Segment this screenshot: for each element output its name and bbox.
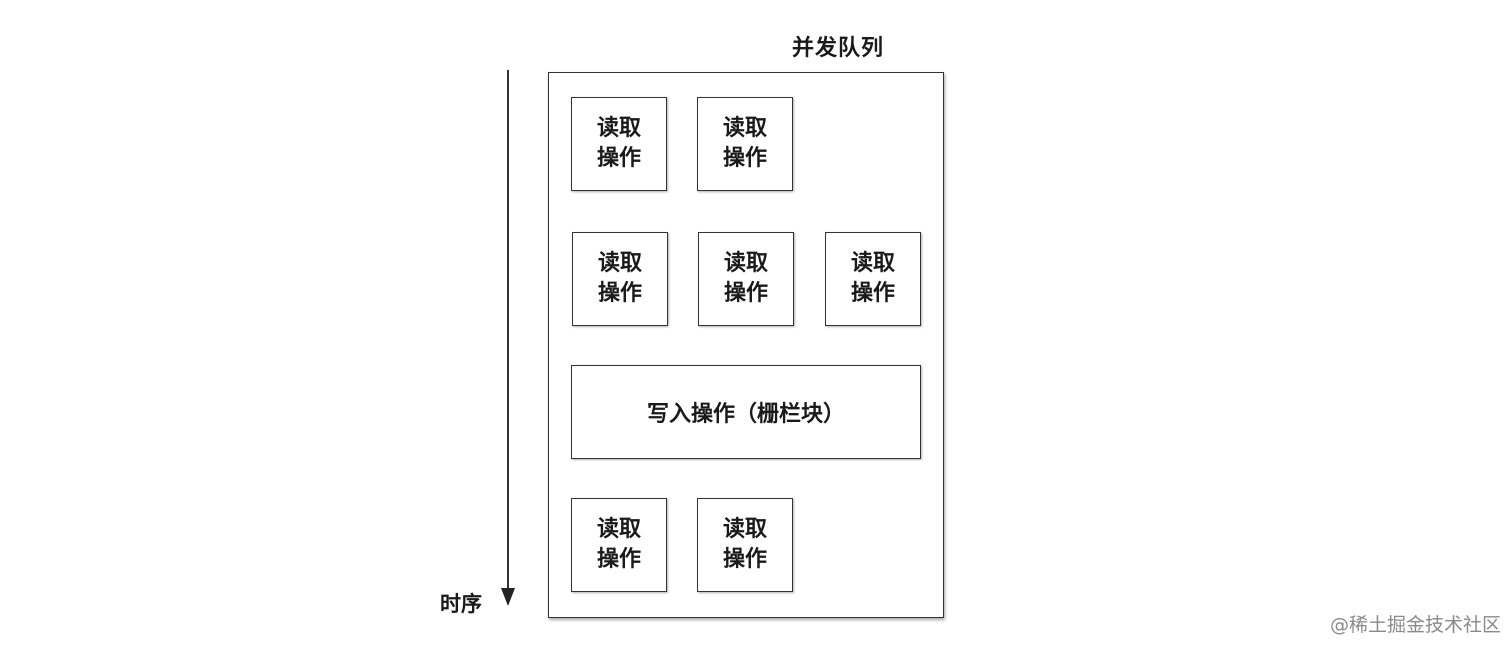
- read-operation-line2: 操作: [597, 281, 642, 306]
- read-operation-line2: 操作: [596, 146, 641, 171]
- queue-title: 并发队列: [792, 36, 885, 61]
- read-operation-line1: 读取: [596, 517, 641, 542]
- watermark: @稀土掘金技术社区: [1330, 614, 1502, 636]
- write-operation-barrier: 写入操作（栅栏块）: [571, 365, 921, 459]
- read-operation-line2: 操作: [850, 281, 895, 306]
- read-operation: 读取 操作: [571, 498, 667, 592]
- read-operation-line1: 读取: [722, 517, 767, 542]
- read-operation: 读取 操作: [697, 97, 793, 191]
- read-operation-line1: 读取: [850, 251, 895, 276]
- read-operation-line1: 读取: [722, 116, 767, 141]
- read-operation-line2: 操作: [596, 547, 641, 572]
- read-operation-line1: 读取: [597, 251, 642, 276]
- read-operation: 读取 操作: [697, 498, 793, 592]
- write-operation-label: 写入操作（栅栏块）: [646, 402, 845, 427]
- read-operation-line2: 操作: [723, 281, 768, 306]
- read-operation: 读取 操作: [698, 232, 794, 326]
- read-operation: 读取 操作: [572, 232, 668, 326]
- read-operation: 读取 操作: [825, 232, 921, 326]
- read-operation: 读取 操作: [571, 97, 667, 191]
- read-operation-line2: 操作: [722, 547, 767, 572]
- read-operation-line1: 读取: [596, 116, 641, 141]
- time-axis-label: 时序: [440, 592, 482, 616]
- timeline-arrow-icon: [501, 70, 515, 606]
- read-operation-line1: 读取: [723, 251, 768, 276]
- read-operation-line2: 操作: [722, 146, 767, 171]
